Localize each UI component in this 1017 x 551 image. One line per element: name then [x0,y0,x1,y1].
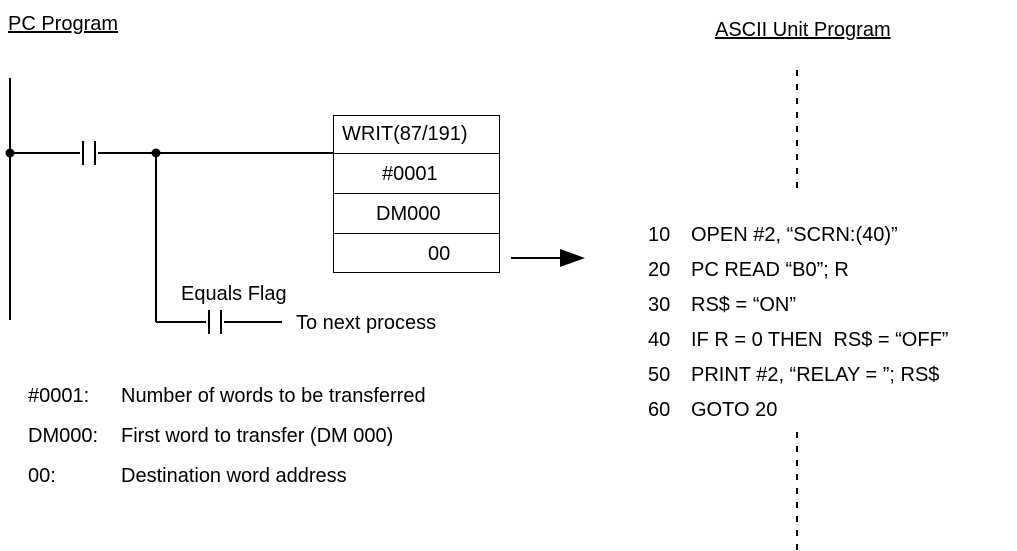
legend-desc-3: Destination word address [121,465,347,487]
instruction-name: WRIT(87/191) [342,123,468,145]
basic-line-code: OPEN #2, “SCRN:(40)” [691,224,898,246]
operand-2: DM000 [376,203,441,225]
legend-key-2: DM000: [28,425,99,447]
legend-desc-2: First word to transfer (DM 000) [121,425,394,447]
arrow-head [560,249,585,267]
operand-2-cell: DM000 [333,193,500,234]
operand-1-cell: #0001 [333,153,500,194]
equals-flag-label: Equals Flag [181,283,287,305]
basic-line-number: 40 [648,329,671,351]
basic-line-number: 50 [648,364,671,386]
junction-left [5,148,15,158]
basic-line-number: 30 [648,294,671,316]
legend-key-3: 00: [28,465,56,487]
basic-line-code: PC READ “B0”; R [691,259,849,281]
pc-program-heading: PC Program [8,13,119,35]
basic-line-code: IF R = 0 THEN RS$ = “OFF” [691,329,949,351]
instruction-name-cell: WRIT(87/191) [333,115,500,154]
basic-line-number: 20 [648,259,671,281]
basic-line-code: PRINT #2, “RELAY = ”; RS$ [691,364,940,386]
operand-3: 00 [428,243,451,265]
ascii-program-heading: ASCII Unit Program [715,19,891,41]
basic-line-code: GOTO 20 [691,399,778,421]
legend-desc-1: Number of words to be transferred [121,385,426,407]
basic-line-number: 10 [648,224,671,246]
operand-3-cell: 00 [333,233,500,273]
operand-1: #0001 [382,163,438,185]
basic-line-code: RS$ = “ON” [691,294,797,316]
legend-key-1: #0001: [28,385,90,407]
next-process-label: To next process [296,312,437,334]
basic-line-number: 60 [648,399,671,421]
